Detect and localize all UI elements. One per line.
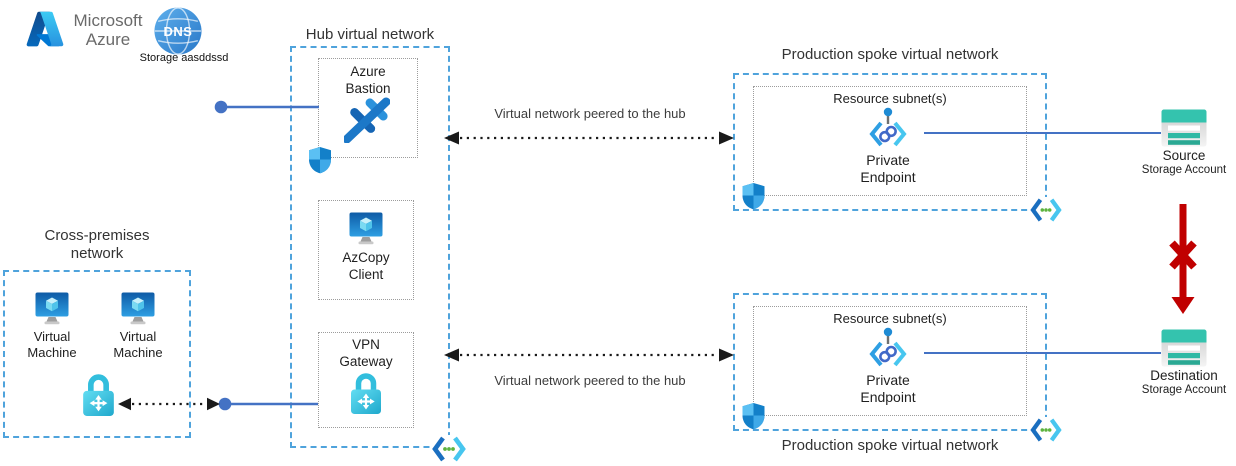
spoke-top-endpoint-label: Private Endpoint bbox=[860, 152, 916, 186]
spoke-top-nsg-shield-icon bbox=[741, 182, 766, 210]
dns-caption: Storage aasddssd bbox=[139, 52, 229, 64]
vpn-label: VPN Gateway bbox=[339, 337, 393, 369]
azcopy-vm-icon bbox=[349, 212, 383, 245]
azcopy-label: AzCopy Client bbox=[342, 250, 390, 282]
blocked-transfer-arrow bbox=[1169, 204, 1197, 314]
vm-icon-2 bbox=[121, 292, 155, 325]
spoke-bottom-vnet-corner-icon bbox=[1029, 417, 1063, 443]
spoke-top-title: Production spoke virtual network bbox=[781, 46, 999, 63]
peering-label-bottom: Virtual network peered to the hub bbox=[494, 373, 686, 388]
spoke-bottom-subnet-box bbox=[753, 306, 1027, 416]
destination-storage-type: Storage Account bbox=[1141, 384, 1227, 396]
bastion-label: Azure Bastion bbox=[345, 64, 391, 96]
spoke-top-private-endpoint-icon bbox=[866, 107, 910, 149]
spoke-top-vnet-corner-icon bbox=[1029, 197, 1063, 223]
azcopy-subnet-box bbox=[318, 200, 414, 300]
vm-label-1: Virtual Machine bbox=[27, 329, 77, 361]
spoke-bottom-title: Production spoke virtual network bbox=[781, 437, 999, 454]
source-storage-name: Source bbox=[1162, 148, 1206, 163]
peering-arrow-top bbox=[444, 131, 734, 145]
vm-icon-1 bbox=[35, 292, 69, 325]
spoke-top-box bbox=[733, 73, 1047, 211]
peering-label-top: Virtual network peered to the hub bbox=[494, 106, 686, 121]
destination-storage-name: Destination bbox=[1150, 368, 1218, 383]
dns-label: DNS bbox=[163, 23, 193, 39]
hub-nsg-shield-icon bbox=[308, 146, 332, 174]
source-storage-type: Storage Account bbox=[1141, 164, 1227, 176]
spoke-top-subnet-label: Resource subnet(s) bbox=[833, 91, 947, 106]
hub-vnet-title: Hub virtual network bbox=[305, 26, 435, 43]
spoke-bottom-nsg-shield-icon bbox=[741, 402, 766, 430]
hub-vnet-corner-icon bbox=[431, 435, 467, 463]
brand-name: Microsoft Azure bbox=[73, 11, 143, 49]
azure-logo-icon bbox=[25, 8, 65, 50]
vpn-gateway-icon bbox=[348, 371, 384, 416]
vpn-subnet-box bbox=[318, 332, 414, 428]
bastion-icon bbox=[344, 97, 390, 143]
source-storage-icon bbox=[1161, 109, 1207, 147]
cross-premises-vpn-icon bbox=[80, 372, 117, 418]
hub-vnet-box bbox=[290, 46, 450, 448]
spoke-bottom-subnet-label: Resource subnet(s) bbox=[833, 311, 947, 326]
peering-arrow-bottom bbox=[444, 348, 734, 362]
spoke-bottom-endpoint-label: Private Endpoint bbox=[860, 372, 916, 406]
spoke-bottom-private-endpoint-icon bbox=[866, 327, 910, 369]
cross-premises-box bbox=[3, 270, 191, 438]
spoke-top-subnet-box bbox=[753, 86, 1027, 196]
cross-premises-title: Cross-premises network bbox=[44, 227, 150, 263]
vm-label-2: Virtual Machine bbox=[113, 329, 163, 361]
spoke-bottom-box bbox=[733, 293, 1047, 431]
destination-storage-icon bbox=[1161, 329, 1207, 367]
